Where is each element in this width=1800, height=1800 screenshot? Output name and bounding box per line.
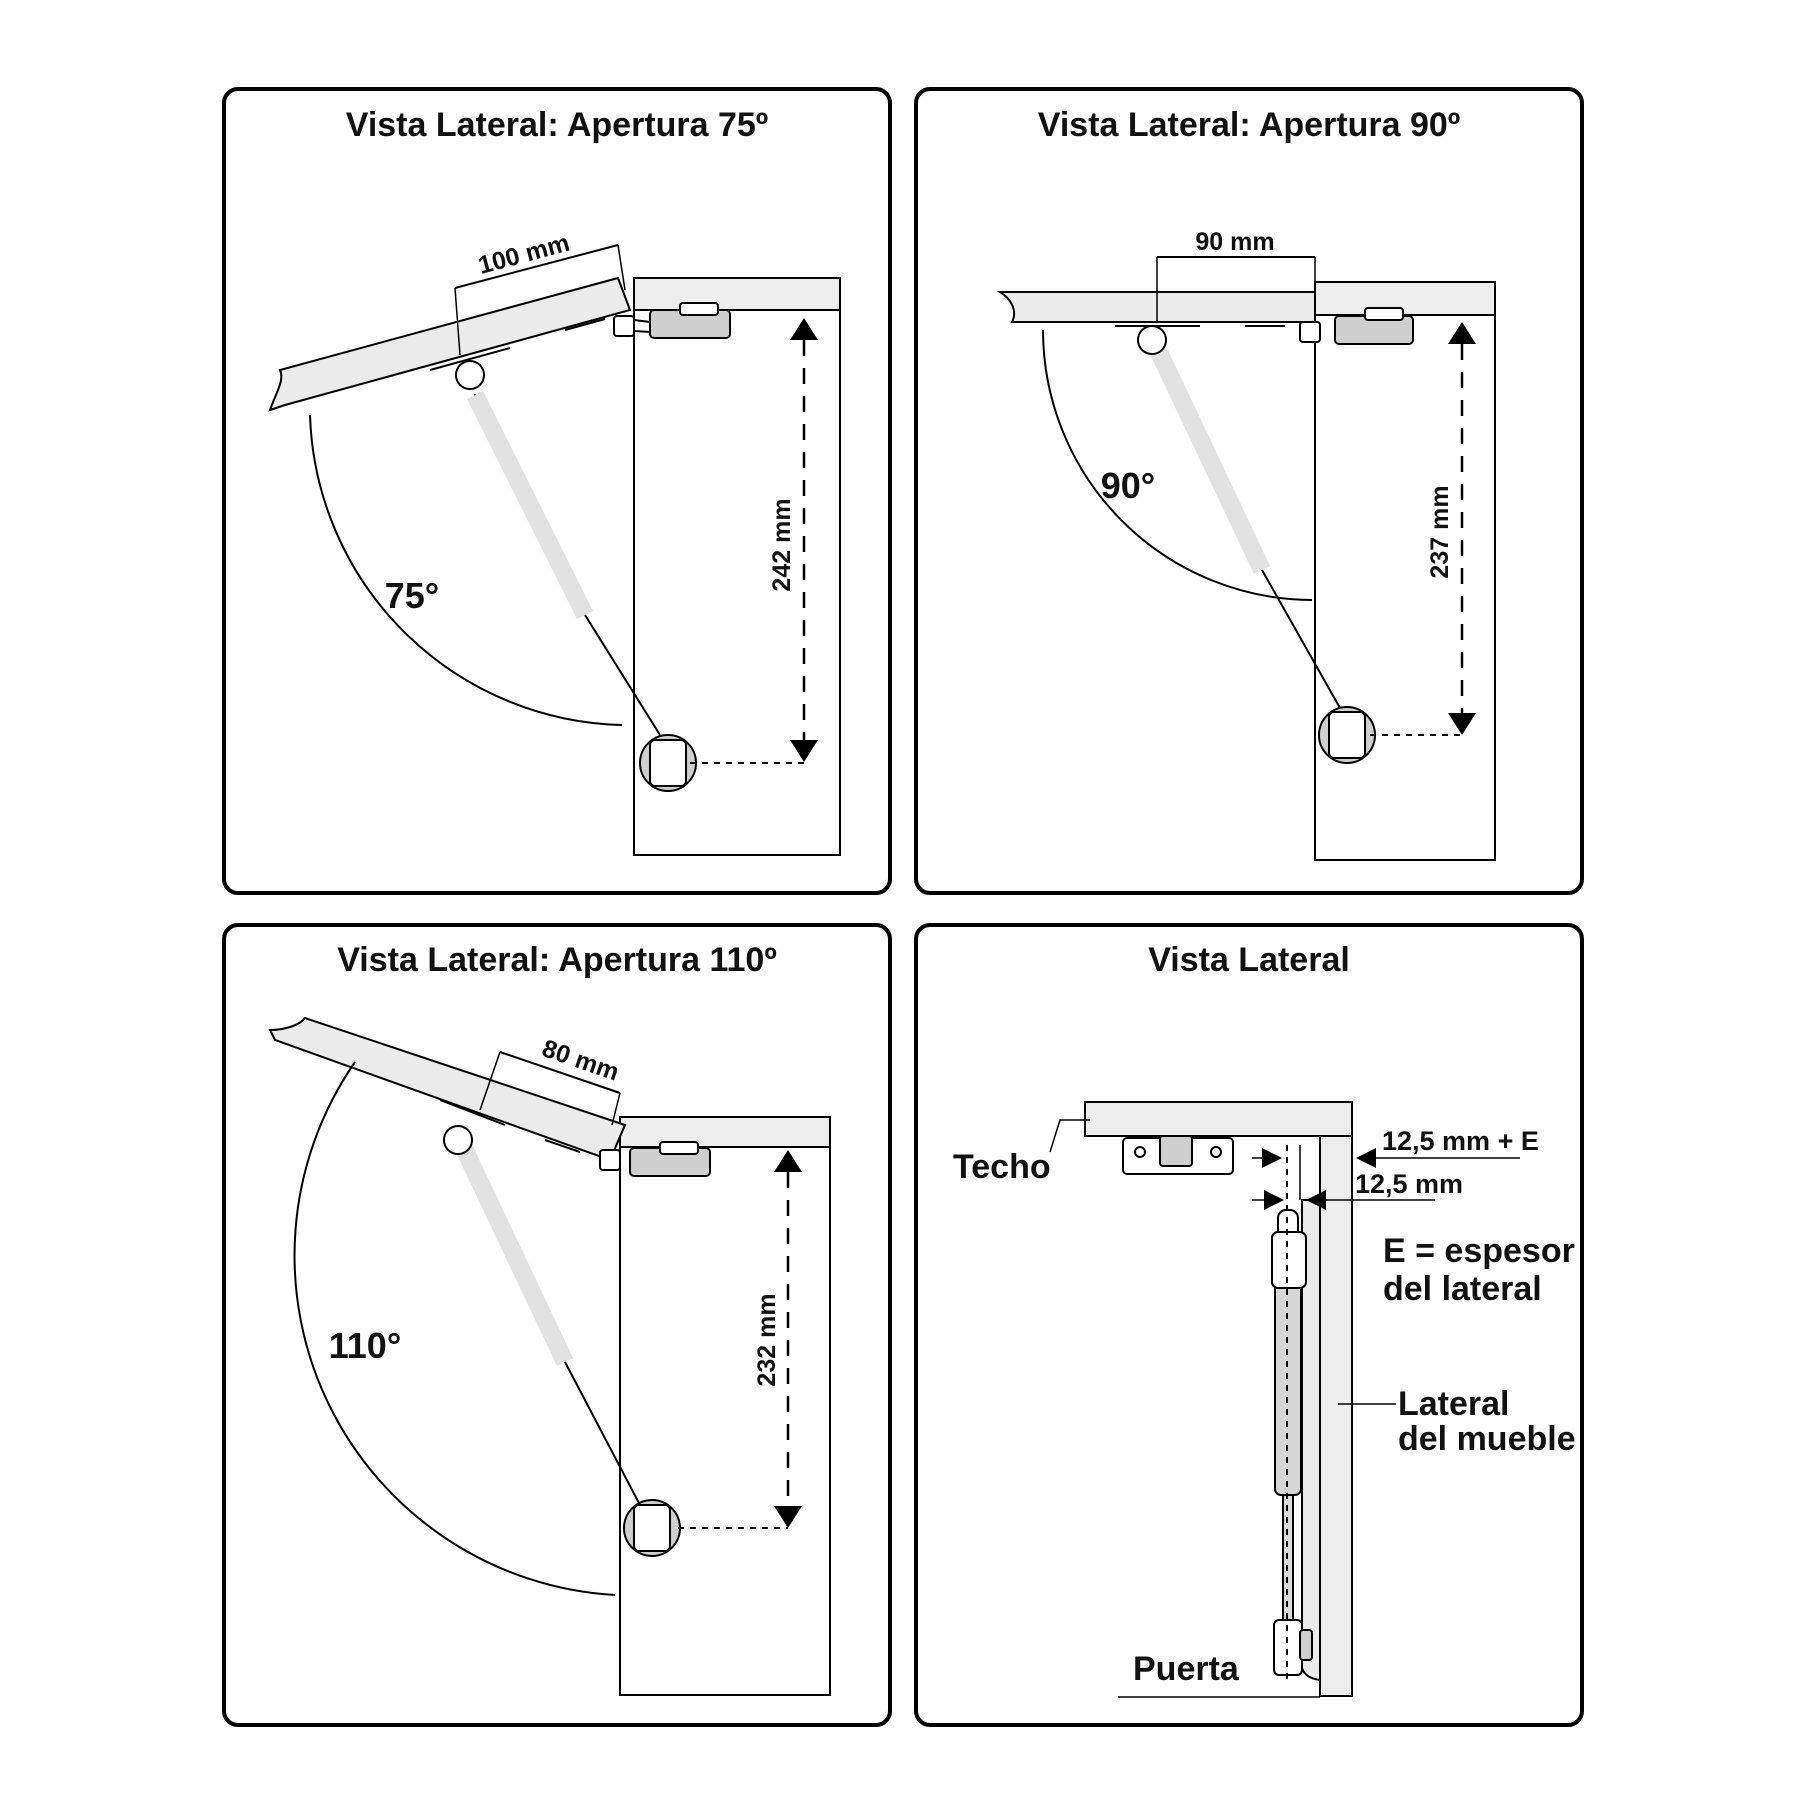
dimension-height: 232 mm: [678, 1150, 802, 1529]
height-label: 242 mm: [768, 498, 796, 591]
dimension-label: 90 mm: [1195, 228, 1274, 256]
panel-title: Vista Lateral: Apertura 90º: [1038, 106, 1460, 144]
angle-label: 110°: [329, 1325, 401, 1366]
angle-label: 75°: [385, 575, 439, 616]
panel-frame: [914, 923, 1584, 1727]
door-panel: [268, 276, 632, 412]
label-e-line2: del lateral: [1383, 1270, 1542, 1308]
lateral-panel: [1319, 1135, 1353, 1697]
gas-strut: [443, 1125, 681, 1557]
dim-12-5: 12,5 mm: [1355, 1169, 1463, 1199]
door-panel: [268, 1016, 627, 1162]
label-lateral-line1: Lateral: [1398, 1385, 1510, 1423]
panel-apertura-110: Vista Lateral: Apertura 110º 80 mm 110°: [222, 923, 892, 1727]
angle-arc: [1042, 329, 1313, 601]
dimension-offsets: 12,5 mm + E 12,5 mm: [1252, 1126, 1539, 1680]
techo-leader: [1049, 1119, 1090, 1153]
hinge: [1299, 307, 1414, 345]
panel-frame: [222, 87, 892, 895]
panel-apertura-75: Vista Lateral: Apertura 75º 100 mm 75°: [222, 87, 892, 895]
door-plates: [429, 318, 606, 371]
hinge: [1122, 1135, 1234, 1175]
label-e-line1: E = espesor: [1383, 1232, 1575, 1270]
hinge: [613, 302, 731, 339]
gas-strut: [455, 360, 697, 792]
panel-apertura-90: Vista Lateral: Apertura 90º 90 mm 90°: [914, 87, 1584, 895]
cabinet-side: [1314, 314, 1496, 861]
panel-frame: [222, 923, 892, 1727]
dimension-90mm: 90 mm: [1156, 228, 1316, 322]
cabinet-top: [619, 1116, 831, 1148]
label-puerta: Puerta: [1133, 1650, 1240, 1688]
height-label: 237 mm: [1426, 485, 1454, 578]
panel-title: Vista Lateral: Apertura 110º: [337, 941, 777, 979]
cabinet-side: [619, 1146, 831, 1696]
door-plates: [439, 1099, 581, 1153]
dimension-height: 242 mm: [690, 318, 818, 764]
techo-panel: [1084, 1101, 1353, 1137]
dim-12-5-plus-e: 12,5 mm + E: [1382, 1126, 1539, 1156]
cabinet-top: [633, 277, 841, 311]
panel-vista-lateral: Vista Lateral: [914, 923, 1584, 1727]
height-label: 232 mm: [753, 1293, 781, 1386]
angle-label: 90°: [1101, 465, 1155, 506]
dimension-label: 100 mm: [475, 229, 572, 280]
panel-title: Vista Lateral: [1148, 941, 1350, 979]
gas-strut: [1137, 325, 1376, 764]
hinge: [599, 1141, 711, 1177]
label-techo: Techo: [953, 1148, 1051, 1186]
label-lateral-line2: del mueble: [1398, 1420, 1576, 1458]
panel-frame: [914, 87, 1584, 895]
dimension-height: 237 mm: [1370, 322, 1476, 736]
cabinet-top: [1314, 281, 1496, 316]
panel-title: Vista Lateral: Apertura 75º: [346, 106, 768, 144]
angle-arc: [309, 414, 623, 726]
angle-arc: [293, 1061, 616, 1596]
